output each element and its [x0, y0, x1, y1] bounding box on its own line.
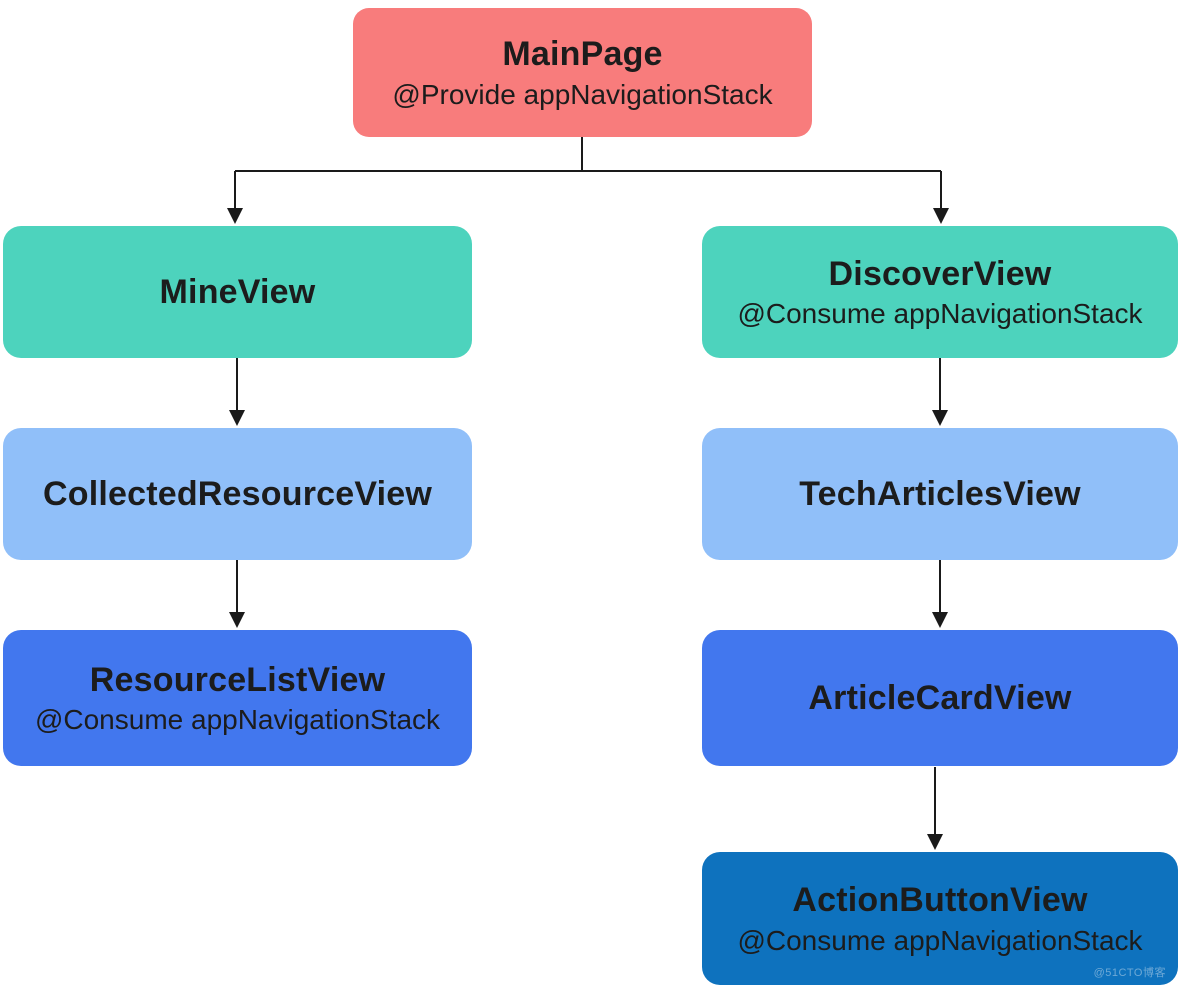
edge-main-page-to-mine-view	[227, 171, 243, 224]
edge-main-page-split	[235, 137, 941, 172]
node-tech-articles-view-title: TechArticlesView	[799, 474, 1081, 513]
node-article-card-view-title: ArticleCardView	[808, 678, 1072, 717]
node-main-page-annotation: @Provide appNavigationStack	[392, 78, 773, 110]
node-mine-view: MineView	[3, 226, 472, 358]
node-main-page: MainPage @Provide appNavigationStack	[353, 8, 812, 137]
edge-mine-view-to-collected-resource-view	[229, 358, 245, 426]
node-main-page-title: MainPage	[502, 35, 663, 74]
node-discover-view: DiscoverView @Consume appNavigationStack	[702, 226, 1178, 358]
node-action-button-view-title: ActionButtonView	[792, 881, 1088, 920]
node-resource-list-view-title: ResourceListView	[89, 660, 386, 699]
edge-article-card-view-to-action-button-view	[927, 767, 943, 850]
node-mine-view-title: MineView	[159, 272, 316, 311]
edge-discover-view-to-tech-articles-view	[932, 358, 948, 426]
node-resource-list-view: ResourceListView @Consume appNavigationS…	[3, 630, 472, 766]
node-collected-resource-view: CollectedResourceView	[3, 428, 472, 560]
node-discover-view-annotation: @Consume appNavigationStack	[737, 298, 1143, 330]
node-collected-resource-view-title: CollectedResourceView	[42, 474, 433, 513]
node-action-button-view: ActionButtonView @Consume appNavigationS…	[702, 852, 1178, 985]
watermark: @51CTO博客	[1093, 967, 1166, 979]
node-tech-articles-view: TechArticlesView	[702, 428, 1178, 560]
node-action-button-view-annotation: @Consume appNavigationStack	[737, 924, 1143, 956]
node-resource-list-view-annotation: @Consume appNavigationStack	[34, 704, 441, 736]
node-article-card-view: ArticleCardView	[702, 630, 1178, 766]
node-discover-view-title: DiscoverView	[828, 254, 1052, 293]
edge-collected-resource-view-to-resource-list-view	[229, 560, 245, 628]
edge-main-page-to-discover-view	[933, 171, 949, 224]
edge-tech-articles-view-to-article-card-view	[932, 560, 948, 628]
